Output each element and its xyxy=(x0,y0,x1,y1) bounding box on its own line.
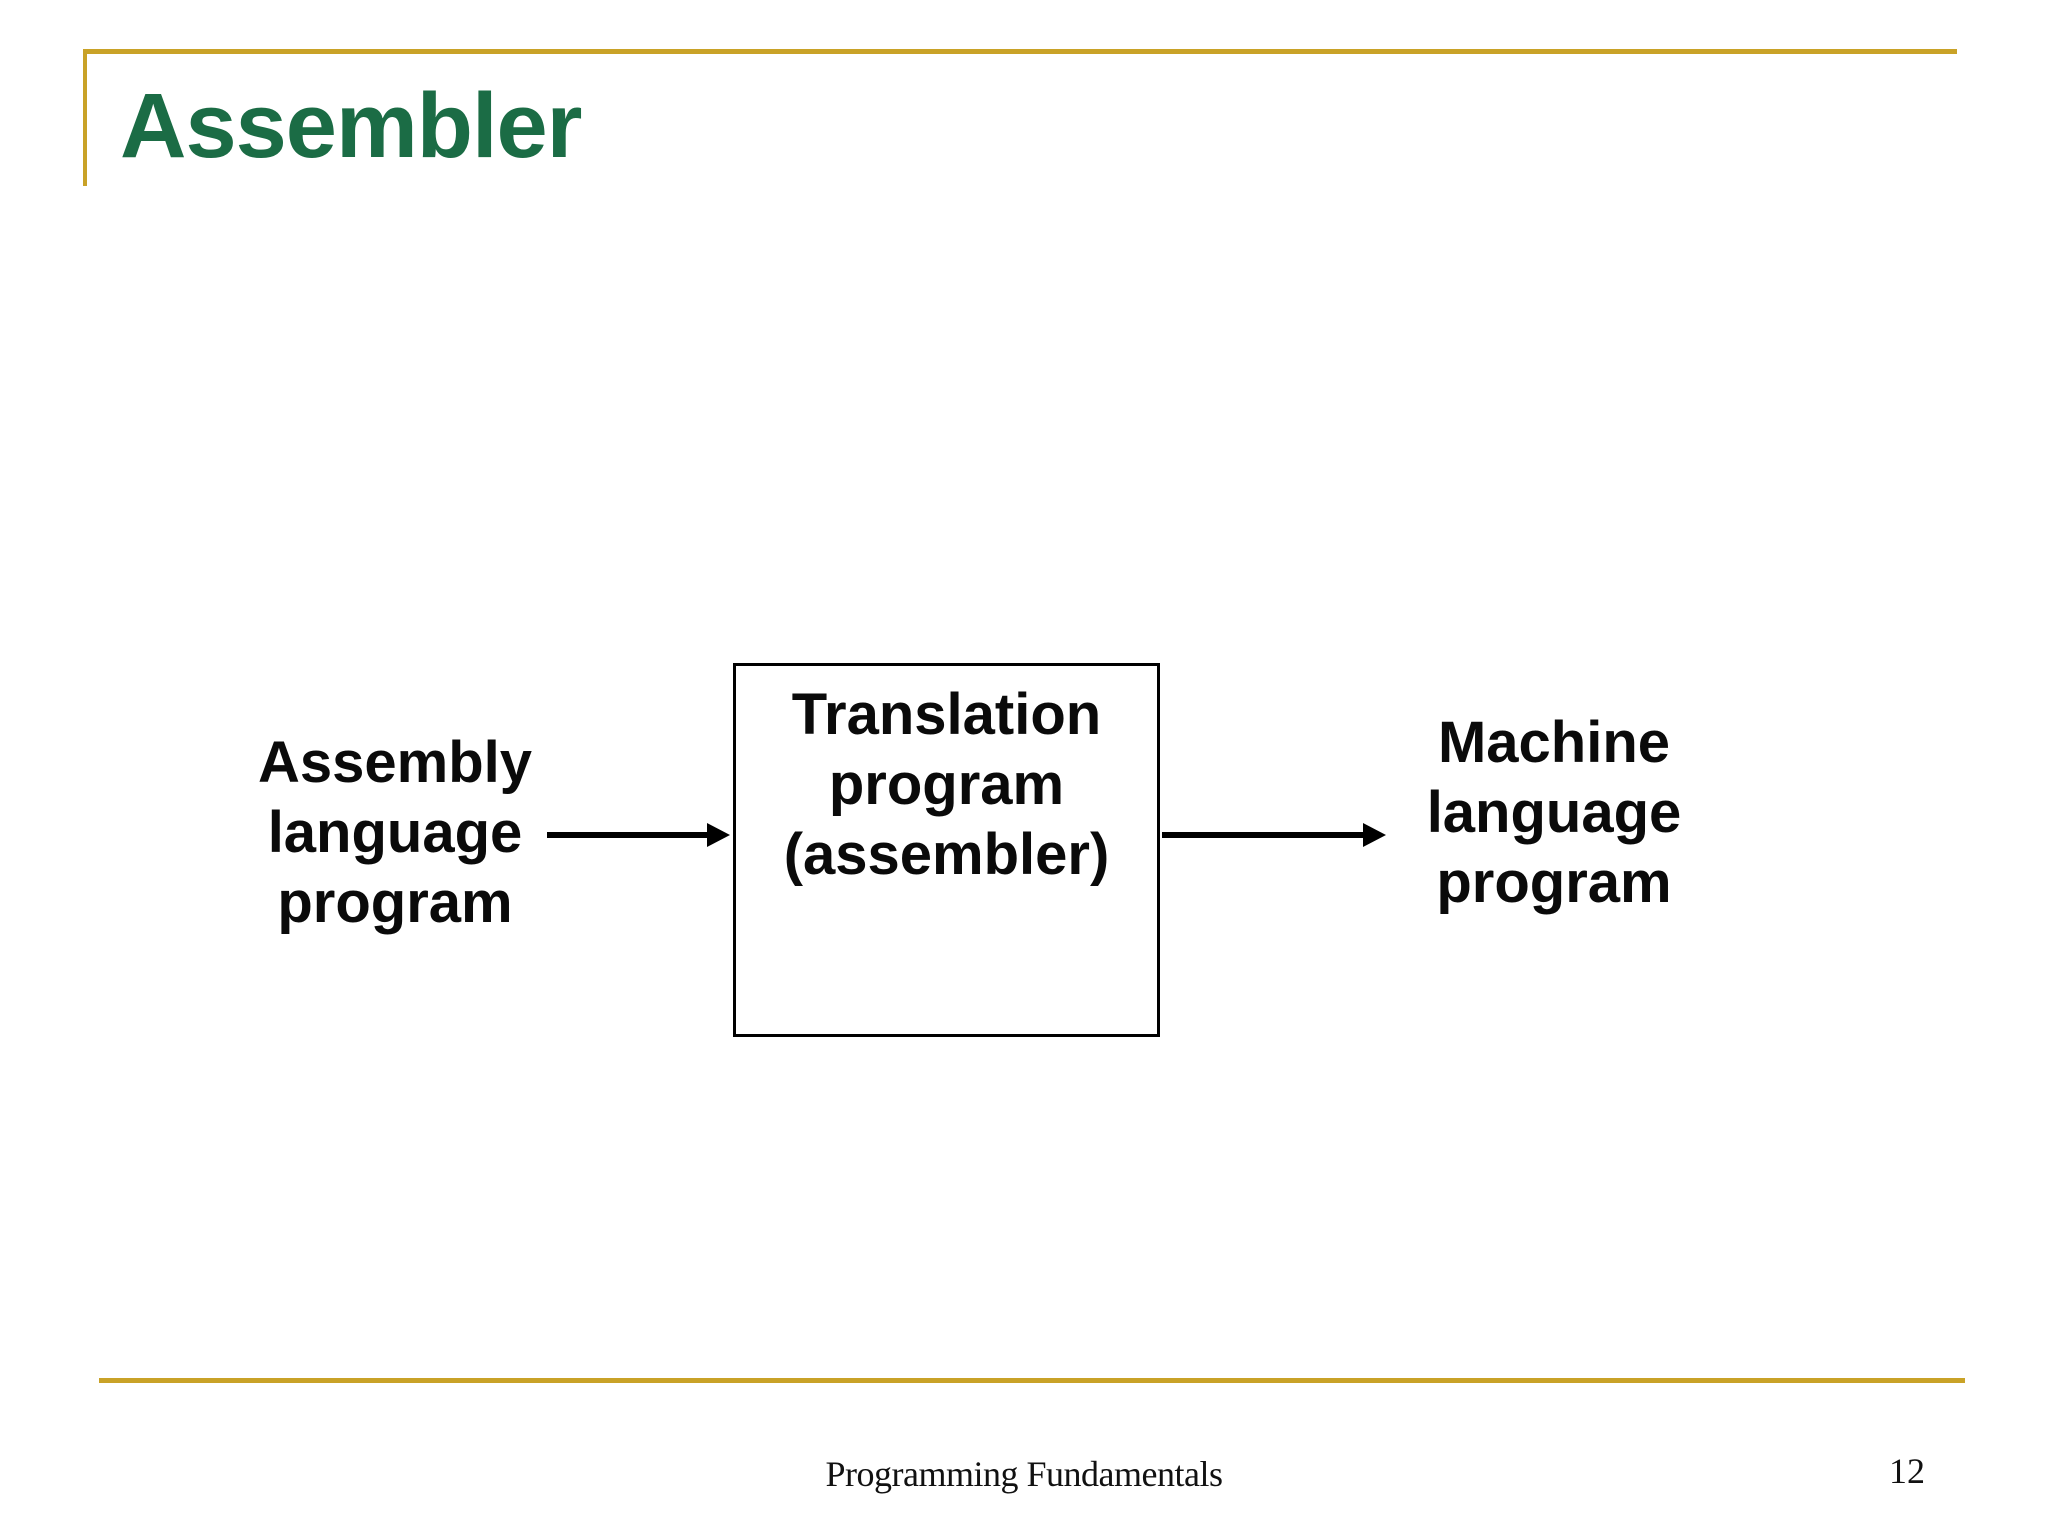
left-gold-rule xyxy=(83,49,87,186)
output-label-line: program xyxy=(1436,850,1672,915)
input-label-line: program xyxy=(277,870,513,935)
flow-arrow-right-shaft xyxy=(1162,832,1364,838)
output-label-line: language xyxy=(1426,780,1682,845)
output-label-line: Machine xyxy=(1437,710,1671,775)
flow-arrow-left-icon xyxy=(707,823,730,847)
process-box-line: program xyxy=(828,752,1065,817)
flow-arrow-right-icon xyxy=(1363,823,1386,847)
top-gold-rule xyxy=(86,49,1957,54)
slide-title: Assembler xyxy=(120,75,582,177)
flow-arrow-left-shaft xyxy=(547,832,708,838)
input-label-line: language xyxy=(267,800,523,865)
process-box-translation-program: Translation program (assembler) xyxy=(733,663,1160,1037)
footer-text: Programming Fundamentals xyxy=(825,1454,1223,1494)
input-label-line: Assembly xyxy=(257,730,533,795)
process-box-line: Translation xyxy=(791,682,1102,747)
page-number: 12 xyxy=(1889,1451,1925,1491)
input-label-assembly-language-program: Assembly language program xyxy=(185,728,605,938)
output-label-machine-language-program: Machine language program xyxy=(1344,708,1764,918)
bottom-gold-rule xyxy=(99,1378,1965,1383)
process-box-line: (assembler) xyxy=(783,822,1110,887)
